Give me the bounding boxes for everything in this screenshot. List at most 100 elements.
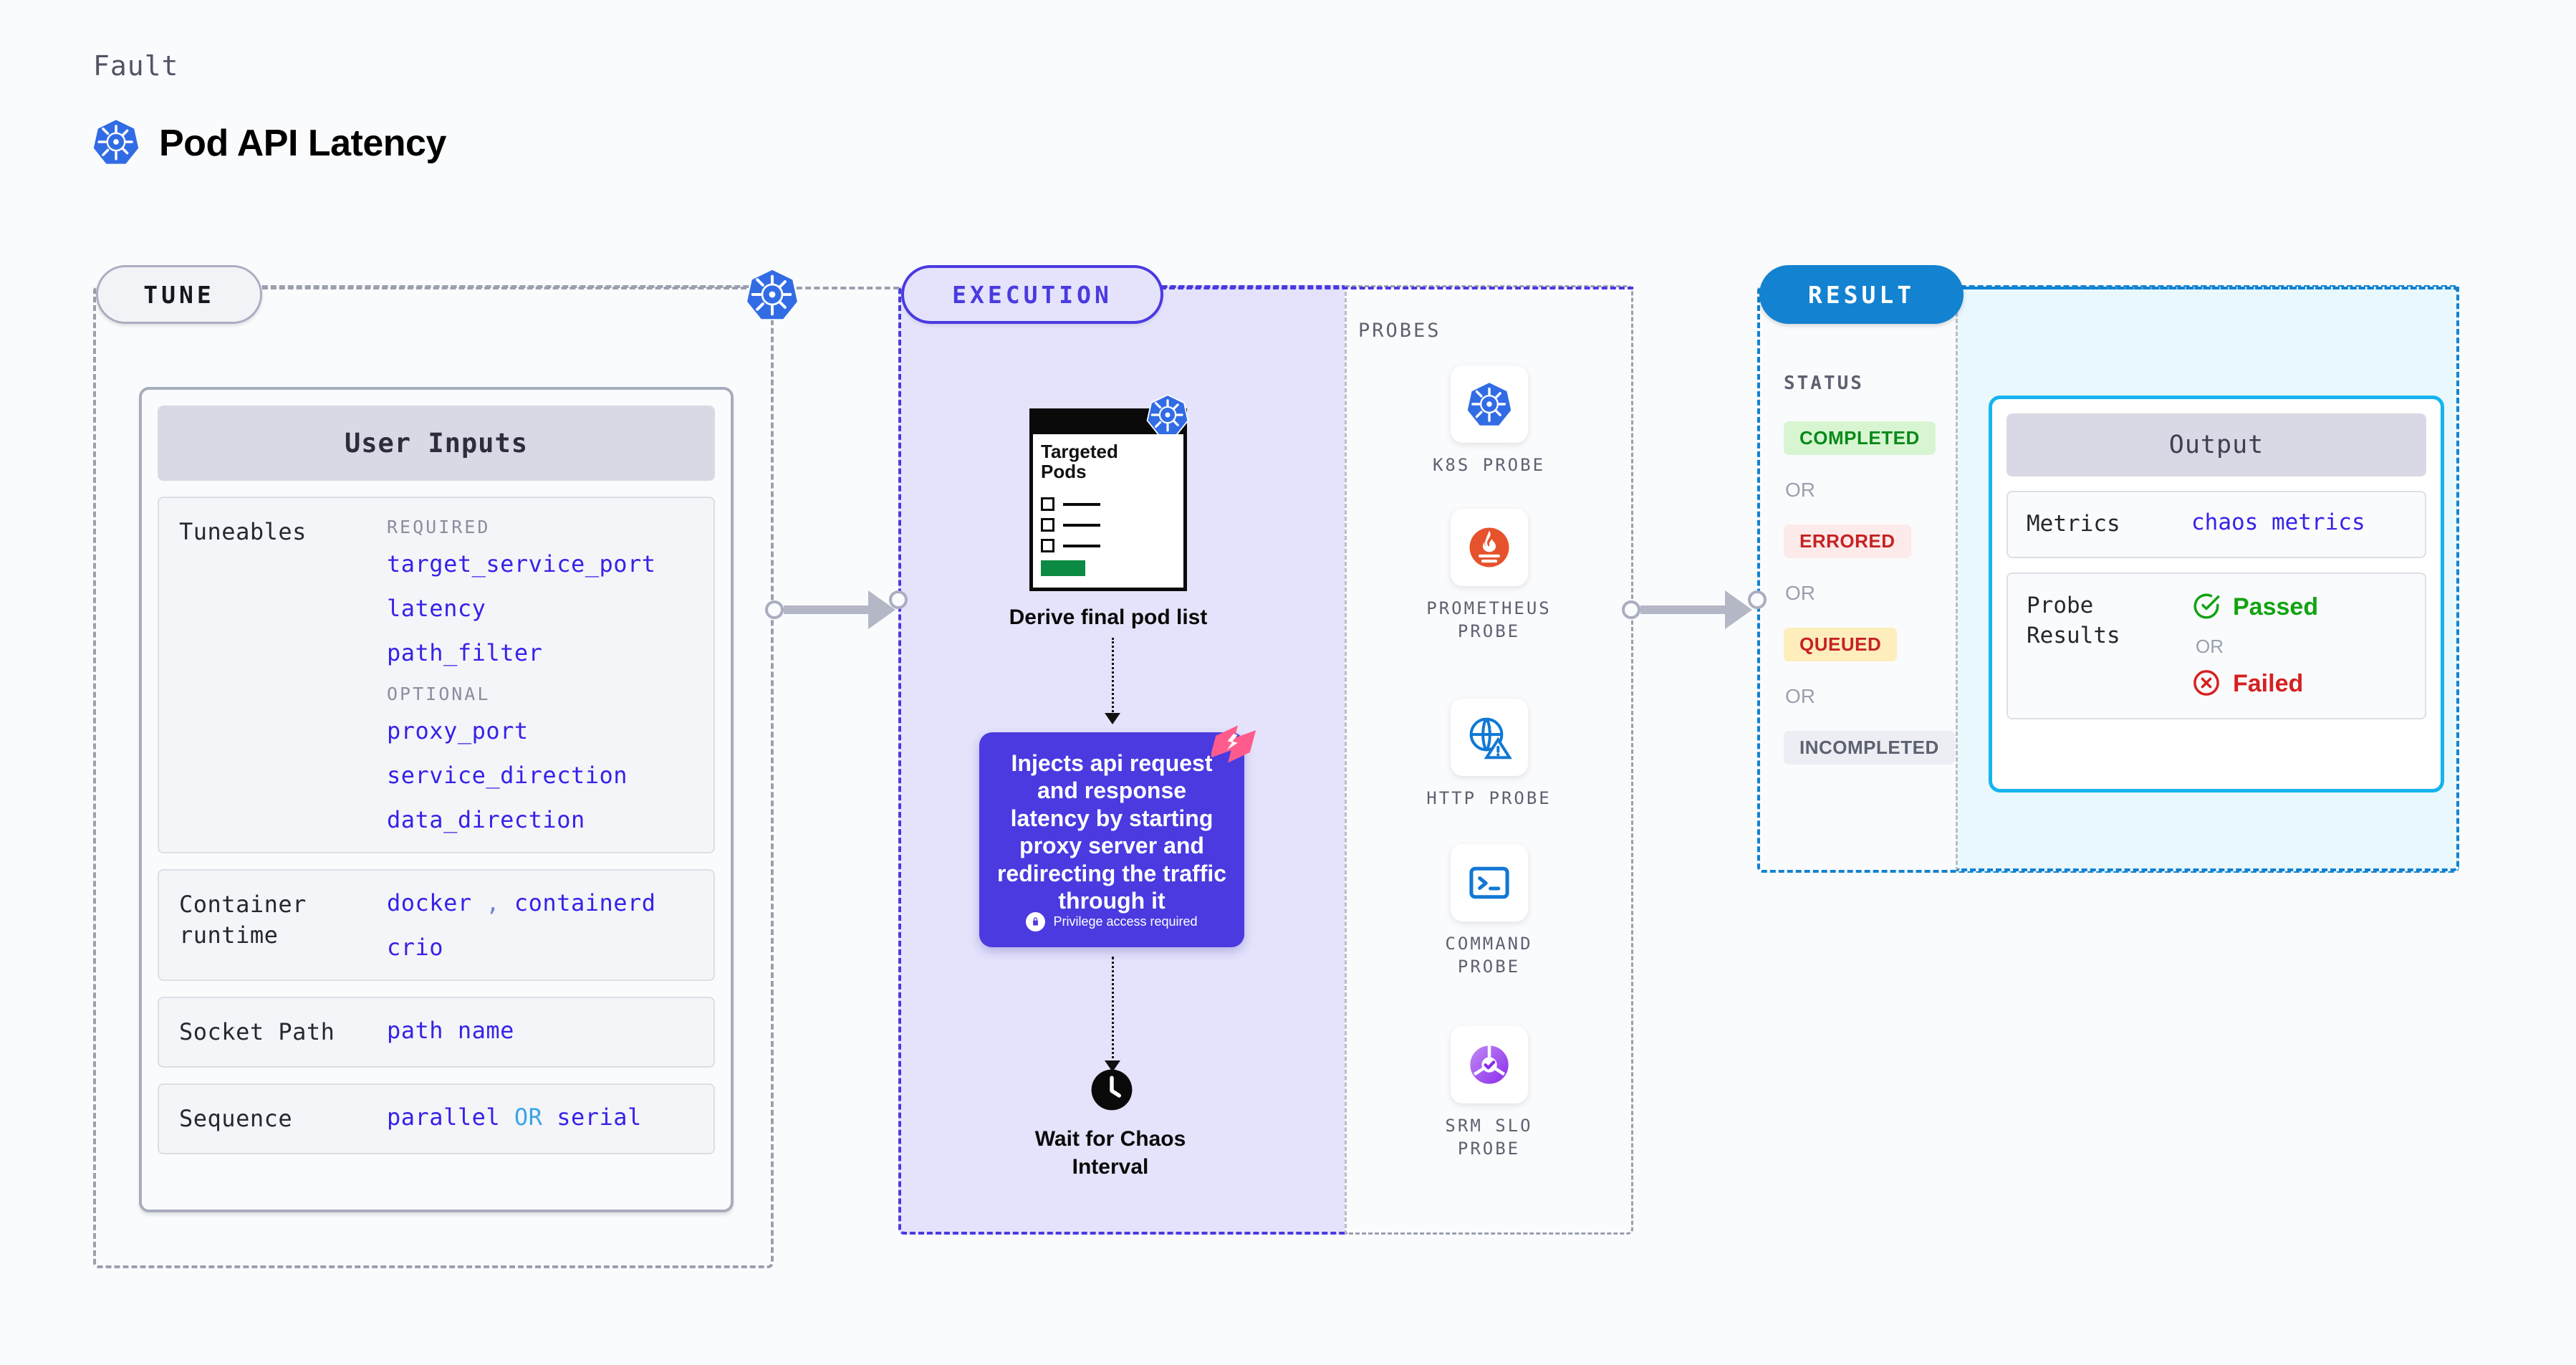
document-checklist — [1041, 497, 1100, 560]
kubernetes-icon — [744, 267, 800, 322]
execution-leader-line — [1160, 287, 1633, 289]
tuneable-latency[interactable]: latency — [387, 595, 486, 622]
socket-path-value[interactable]: path name — [387, 1017, 514, 1044]
container-runtime-label: Container runtime — [179, 891, 307, 949]
connector-execution-to-result — [1622, 590, 1752, 629]
tuneable-target-service-port[interactable]: target_service_port — [387, 550, 656, 578]
status-badge-queued: QUEUED — [1784, 628, 1898, 661]
prometheus-icon — [1450, 509, 1528, 586]
user-inputs-card: User Inputs Tuneables REQUIRED target_se… — [139, 387, 734, 1212]
status-or-3: OR — [1785, 685, 1815, 707]
status-title: STATUS — [1784, 373, 1864, 394]
checkbox-icon — [1041, 539, 1054, 552]
status-or-1: OR — [1785, 479, 1815, 501]
status-badge-errored: ERRORED — [1784, 525, 1911, 558]
sequence-group: Sequence parallel OR serial — [158, 1083, 715, 1155]
x-circle-icon — [2191, 668, 2221, 701]
page-eyebrow: Fault — [93, 50, 179, 82]
sequence-serial[interactable]: serial — [557, 1103, 642, 1131]
probe-result-passed: Passed — [2191, 591, 2318, 624]
output-card: Output Metrics chaos metrics Probe Resul… — [1989, 396, 2444, 792]
kubernetes-icon — [92, 116, 140, 171]
optional-tag: OPTIONAL — [387, 684, 491, 704]
probe-label: HTTP PROBE — [1426, 788, 1552, 808]
tune-leader-line-stub — [770, 287, 899, 289]
probe-results-label: Probe Results — [2027, 592, 2120, 648]
probe-results-row: Probe Results Passed OR Failed — [2007, 572, 2426, 719]
runtime-separator: , — [486, 889, 501, 916]
tuneables-group: Tuneables REQUIRED target_service_port l… — [158, 497, 715, 853]
list-line — [1063, 523, 1100, 527]
checkbox-icon — [1041, 497, 1054, 511]
flow-arrow-2 — [1105, 1060, 1120, 1072]
harness-logo-icon — [1209, 724, 1257, 765]
result-section-label[interactable]: RESULT — [1759, 265, 1964, 324]
privilege-note: Privilege access required — [979, 912, 1244, 931]
probe-label: PROMETHEUS PROBE — [1426, 598, 1552, 642]
sequence-label: Sequence — [179, 1105, 293, 1133]
container-runtime-values-row1: docker , containerd — [387, 889, 693, 916]
checkbox-icon — [1041, 518, 1054, 532]
check-circle-icon — [2191, 591, 2221, 624]
container-runtime-group: Container runtime docker , containerd cr… — [158, 869, 715, 981]
kubernetes-icon — [1145, 393, 1190, 437]
kubernetes-icon — [1450, 365, 1528, 443]
connector-bar — [1640, 605, 1726, 614]
probe-result-failed: Failed — [2191, 668, 2318, 701]
globe-warning-icon — [1450, 699, 1528, 776]
inject-latency-card: Injects api request and response latency… — [979, 725, 1256, 947]
status-badge-incompleted: INCOMPLETED — [1784, 731, 1955, 765]
probe-label: COMMAND PROBE — [1445, 934, 1533, 977]
tuneable-proxy-port[interactable]: proxy_port — [387, 717, 529, 744]
tuneable-service-direction[interactable]: service_direction — [387, 762, 628, 789]
passed-label: Passed — [2233, 593, 2319, 621]
page-title: Pod API Latency — [159, 123, 446, 164]
derive-final-pod-list-caption: Derive final pod list — [1009, 605, 1208, 629]
targeted-pods-document: Targeted Pods — [1029, 394, 1189, 591]
connector-dot — [889, 590, 908, 609]
probe-prometheus[interactable]: PROMETHEUS PROBE — [1412, 509, 1566, 643]
output-title: Output — [2007, 413, 2426, 476]
execution-section-label[interactable]: EXECUTION — [901, 265, 1163, 324]
inject-latency-text: Injects api request and response latency… — [996, 750, 1227, 914]
probe-k8s[interactable]: K8S PROBE — [1412, 365, 1566, 476]
runtime-docker[interactable]: docker — [387, 889, 472, 916]
runtime-crio[interactable]: crio — [387, 934, 444, 961]
required-tag: REQUIRED — [387, 517, 491, 537]
socket-path-label: Socket Path — [179, 1018, 335, 1045]
sequence-or: OR — [514, 1103, 543, 1131]
probe-results-or: OR — [2196, 635, 2224, 657]
runtime-containerd[interactable]: containerd — [514, 889, 656, 916]
socket-path-group: Socket Path path name — [158, 997, 715, 1068]
probes-title: PROBES — [1358, 320, 1441, 342]
metrics-value[interactable]: chaos metrics — [2191, 509, 2365, 535]
tune-section-label[interactable]: TUNE — [96, 265, 262, 324]
failed-label: Failed — [2233, 670, 2304, 698]
connector-dot — [765, 600, 784, 619]
wait-for-chaos-interval-caption: Wait for Chaos Interval — [1034, 1127, 1186, 1179]
metrics-label: Metrics — [2027, 511, 2120, 537]
connector-tune-to-execution — [765, 590, 895, 629]
probe-command[interactable]: COMMAND PROBE — [1412, 844, 1566, 979]
probe-srm-slo[interactable]: SRM SLO PROBE — [1412, 1026, 1566, 1161]
connector-bar — [784, 605, 870, 614]
probe-http[interactable]: HTTP PROBE — [1412, 699, 1566, 810]
tuneables-label: Tuneables — [179, 518, 307, 545]
clock-icon — [1090, 1068, 1134, 1112]
page-header: Pod API Latency — [92, 116, 446, 171]
sequence-parallel[interactable]: parallel — [387, 1103, 501, 1131]
result-leader-line — [1961, 287, 2459, 289]
document-green-bar — [1041, 560, 1085, 576]
probe-label: SRM SLO PROBE — [1445, 1116, 1533, 1159]
targeted-pods-label: Targeted Pods — [1041, 441, 1118, 483]
list-line — [1063, 544, 1100, 547]
flow-arrow-1 — [1105, 713, 1120, 724]
tuneable-path-filter[interactable]: path_filter — [387, 639, 543, 666]
tuneable-data-direction[interactable]: data_direction — [387, 806, 585, 833]
list-line — [1063, 502, 1100, 506]
connector-dot — [1748, 590, 1767, 609]
user-inputs-title: User Inputs — [158, 406, 715, 481]
sequence-values: parallel OR serial — [387, 1103, 693, 1131]
flow-connector-1 — [1112, 638, 1114, 717]
